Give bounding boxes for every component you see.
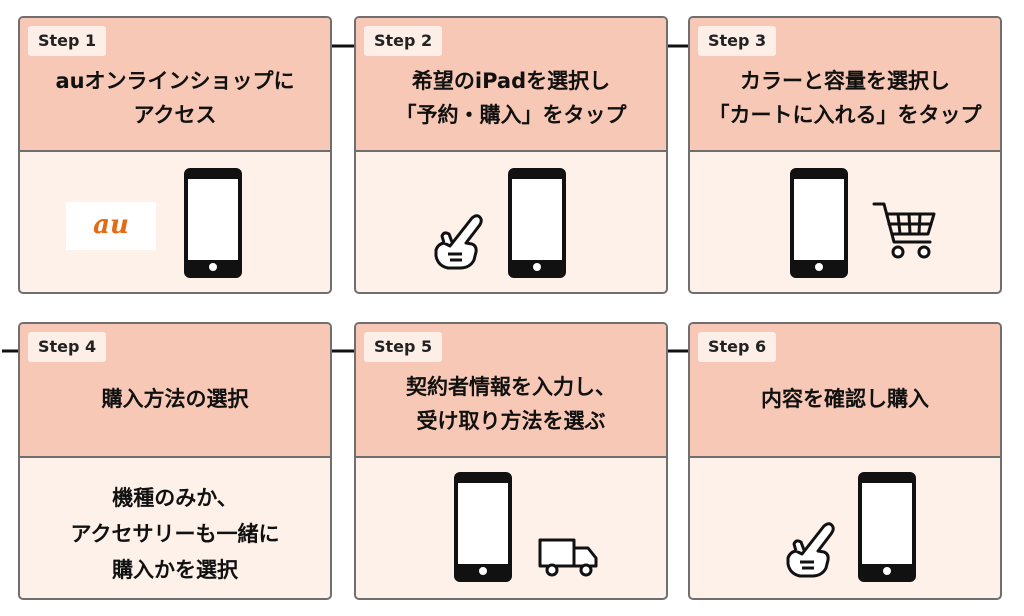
step-body: [690, 152, 1000, 292]
pointing-hand-icon: [786, 522, 835, 578]
step-body: [690, 458, 1000, 598]
smartphone-icon: [508, 168, 566, 278]
step-description: 機種のみか、 アクセサリーも一緒に 購入かを選択: [70, 486, 280, 582]
step-header: Step 6 内容を確認し購入: [690, 324, 1000, 458]
step-card-1: Step 1 auオンラインショップに アクセス au: [18, 16, 332, 294]
step-badge: Step 4: [28, 332, 107, 362]
step-header: Step 2 希望のiPadを選択し 「予約・購入」をタップ: [356, 18, 666, 152]
step-header: Step 3 カラーと容量を選択し 「カートに入れる」をタップ: [690, 18, 1000, 152]
pointing-hand-icon: [434, 214, 483, 270]
step-badge: Step 2: [364, 26, 443, 56]
step-header: Step 4 購入方法の選択: [20, 324, 330, 458]
step-card-3: Step 3 カラーと容量を選択し 「カートに入れる」をタップ: [688, 16, 1002, 294]
shopping-cart-icon: [872, 202, 936, 259]
smartphone-icon: [790, 168, 848, 278]
step-card-6: Step 6 内容を確認し購入: [688, 322, 1002, 600]
step-title: 契約者情報を入力し、 受け取り方法を選ぶ: [406, 375, 616, 433]
step-card-4: Step 4 購入方法の選択 機種のみか、 アクセサリーも一緒に 購入かを選択: [18, 322, 332, 600]
smartphone-icon: [184, 168, 242, 278]
step-title: 内容を確認し購入: [761, 387, 929, 411]
step-title: カラーと容量を選択し 「カートに入れる」をタップ: [708, 69, 982, 127]
step-badge: Step 6: [698, 332, 777, 362]
step-title: 希望のiPadを選択し 「予約・購入」をタップ: [395, 69, 627, 127]
step-body: au: [20, 152, 330, 292]
step-badge: Step 1: [28, 26, 107, 56]
step-body: [356, 152, 666, 292]
au-logo: au: [66, 202, 156, 250]
step-header: Step 5 契約者情報を入力し、 受け取り方法を選ぶ: [356, 324, 666, 458]
step-badge: Step 5: [364, 332, 443, 362]
smartphone-icon: [454, 472, 512, 582]
step-card-2: Step 2 希望のiPadを選択し 「予約・購入」をタップ: [354, 16, 668, 294]
step-badge: Step 3: [698, 26, 777, 56]
step-card-5: Step 5 契約者情報を入力し、 受け取り方法を選ぶ: [354, 322, 668, 600]
step-title: auオンラインショップに アクセス: [55, 69, 295, 127]
step-header: Step 1 auオンラインショップに アクセス: [20, 18, 330, 152]
step-title: 購入方法の選択: [101, 387, 249, 411]
step-body: 機種のみか、 アクセサリーも一緒に 購入かを選択: [20, 458, 330, 598]
smartphone-icon: [858, 472, 916, 582]
step-body: [356, 458, 666, 598]
delivery-truck-icon: [538, 538, 598, 577]
